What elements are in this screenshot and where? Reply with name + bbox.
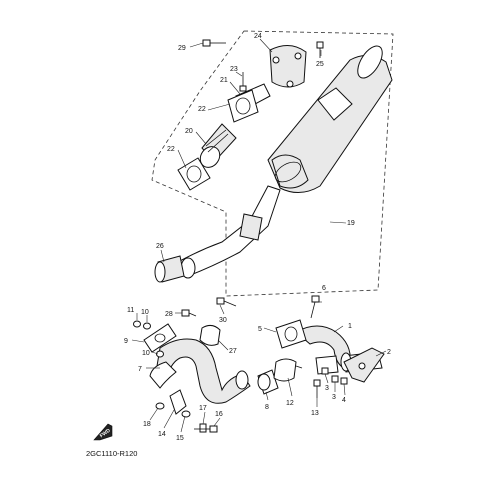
callout-15: 15 [176, 435, 184, 442]
callout-13: 13 [311, 410, 319, 417]
callout-14: 14 [158, 431, 166, 438]
callout-25: 25 [316, 61, 324, 68]
callout-10-lower: 10 [142, 350, 150, 357]
end-cap-part-24[interactable] [269, 45, 307, 88]
callout-18: 18 [143, 421, 151, 428]
bolt-part-3a[interactable] [321, 367, 329, 375]
callout-7: 7 [138, 366, 142, 373]
bolt-part-3b[interactable] [331, 375, 339, 383]
callout-27: 27 [229, 348, 237, 355]
bolt-part-16[interactable] [194, 425, 218, 433]
callout-10-upper: 10 [141, 309, 149, 316]
clamp-part-27[interactable] [199, 324, 221, 346]
exhaust-pipe-part-7[interactable] [149, 338, 251, 404]
gasket-part-22b[interactable] [177, 157, 211, 191]
bracket-part-2[interactable] [343, 347, 385, 383]
gasket-part-22a[interactable] [227, 89, 259, 123]
diagram-code: 2GC1110-R120 [86, 449, 137, 458]
washer-part-10a[interactable] [143, 322, 151, 330]
callout-2: 2 [387, 349, 391, 356]
leader-lines [131, 38, 387, 433]
callout-20: 20 [185, 128, 193, 135]
bolt-part-28[interactable] [181, 309, 197, 317]
nut-part-4[interactable] [340, 377, 348, 385]
callout-21: 21 [220, 77, 228, 84]
callout-28: 28 [165, 311, 173, 318]
collar-part-17[interactable] [199, 423, 207, 433]
screen-part-20[interactable] [196, 123, 237, 171]
callout-16: 16 [215, 411, 223, 418]
forward-arrow-icon: FWD [93, 423, 113, 441]
washer-part-11[interactable] [133, 320, 141, 328]
callout-12: 12 [286, 400, 294, 407]
callout-11: 11 [127, 307, 134, 314]
callout-3-left: 3 [325, 385, 329, 392]
bolt-part-23[interactable] [239, 72, 247, 92]
callout-23: 23 [230, 66, 238, 73]
damper-part-15[interactable] [181, 410, 191, 418]
bracket-part-14[interactable] [169, 389, 187, 415]
callout-4: 4 [342, 397, 346, 404]
bolt-part-25[interactable] [316, 41, 324, 58]
gasket-part-5[interactable] [275, 319, 307, 349]
muffler-assembly-boundary [151, 30, 394, 297]
bolt-part-6[interactable] [310, 295, 320, 319]
washer-part-18[interactable] [155, 402, 165, 410]
gasket-part-9[interactable] [143, 323, 177, 353]
callout-5: 5 [258, 326, 262, 333]
callout-22-upper: 22 [198, 106, 206, 113]
callout-labels: 29 24 25 23 21 22 20 22 19 26 30 6 11 10… [124, 33, 391, 442]
callout-6: 6 [322, 285, 326, 292]
callout-19: 19 [347, 220, 355, 227]
callout-24: 24 [254, 33, 262, 40]
callout-22-lower: 22 [167, 146, 175, 153]
muffler-part-19[interactable] [267, 42, 393, 193]
washer-part-10b[interactable] [156, 350, 164, 358]
fwd-label: FWD [99, 428, 112, 440]
bolt-part-30[interactable] [216, 297, 237, 307]
callout-29: 29 [178, 45, 186, 52]
callout-3-right: 3 [332, 394, 336, 401]
callout-9: 9 [124, 338, 128, 345]
bolt-part-29[interactable] [202, 39, 226, 47]
callout-26: 26 [156, 243, 164, 250]
sleeve-part-8[interactable] [257, 369, 279, 395]
clamp-part-12[interactable] [273, 358, 303, 382]
callout-17: 17 [199, 405, 207, 412]
callout-30: 30 [219, 317, 227, 324]
callout-1: 1 [348, 323, 352, 330]
muffler-pipe-part-26[interactable] [154, 185, 281, 283]
bolt-part-13[interactable] [313, 379, 321, 398]
callout-8: 8 [265, 404, 269, 411]
